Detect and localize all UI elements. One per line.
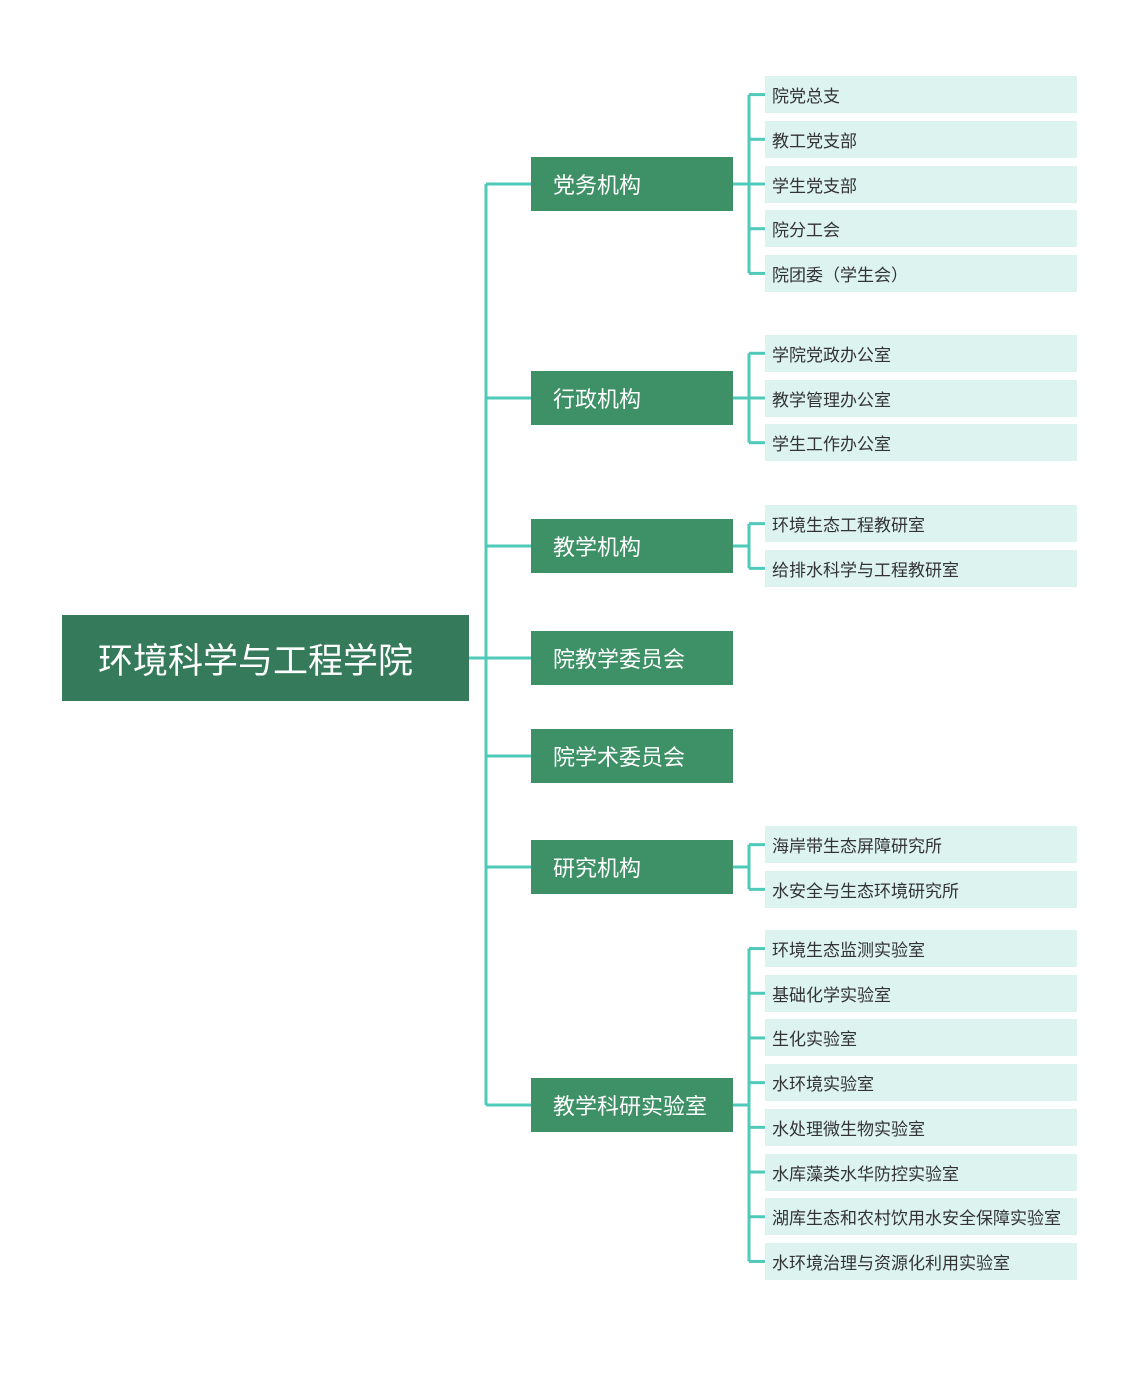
leaf-label: 环境生态监测实验室 [772,941,925,962]
branch-node: 研究机构 [531,840,733,894]
leaf-node: 环境生态监测实验室 [765,930,1077,968]
branch-node: 教学机构 [531,519,733,573]
leaf-label: 教学管理办公室 [772,390,891,411]
leaf-node: 学院党政办公室 [765,334,1077,372]
root-label: 环境科学与工程学院 [98,641,414,682]
leaf-node: 水安全与生态环境研究所 [765,870,1077,908]
branch-label: 党务机构 [553,174,642,199]
leaf-label: 学生工作办公室 [772,435,891,456]
leaf-node: 院分工会 [765,210,1077,248]
leaf-label: 学院党政办公室 [772,345,891,366]
leaf-node: 水库藻类水华防控实验室 [765,1153,1077,1191]
leaf-label: 院党总支 [772,87,840,108]
branch-label: 研究机构 [553,857,642,882]
leaf-label: 海岸带生态屏障研究所 [772,837,942,858]
leaf-label: 院分工会 [772,221,840,242]
leaf-label: 教工党支部 [772,131,857,152]
branch-label: 院教学委员会 [553,648,686,673]
leaf-node: 学生工作办公室 [765,424,1077,462]
branch-label: 院学术委员会 [553,746,686,771]
leaf-node: 水环境实验室 [765,1064,1077,1102]
leaf-node: 环境生态工程教研室 [765,505,1077,543]
leaf-label: 水环境治理与资源化利用实验室 [772,1253,1010,1274]
branch-node: 教学科研实验室 [531,1078,733,1132]
leaf-node: 院团委（学生会） [765,254,1077,292]
leaf-node: 基础化学实验室 [765,974,1077,1012]
leaf-label: 院团委（学生会） [772,265,908,286]
leaf-node: 水环境治理与资源化利用实验室 [765,1242,1077,1280]
leaf-label: 学生党支部 [772,176,857,197]
branch-label: 教学机构 [553,536,642,561]
leaf-label: 湖库生态和农村饮用水安全保障实验室 [772,1209,1061,1230]
branch-node: 党务机构 [531,157,733,211]
branch-node: 院学术委员会 [531,729,733,783]
leaf-label: 水库藻类水华防控实验室 [772,1164,959,1185]
leaf-node: 教工党支部 [765,120,1077,158]
leaf-node: 给排水科学与工程教研室 [765,549,1077,587]
branch-label: 教学科研实验室 [553,1095,708,1120]
leaf-node: 院党总支 [765,76,1077,114]
leaf-label: 生化实验室 [772,1030,857,1051]
leaf-label: 环境生态工程教研室 [772,516,925,537]
leaf-label: 水处理微生物实验室 [772,1119,925,1140]
root-node: 环境科学与工程学院 [62,615,469,701]
branch-node: 行政机构 [531,371,733,425]
leaf-node: 海岸带生态屏障研究所 [765,826,1077,864]
leaf-node: 教学管理办公室 [765,379,1077,417]
leaf-node: 生化实验室 [765,1019,1077,1057]
leaf-label: 水安全与生态环境研究所 [772,881,959,902]
leaf-node: 水处理微生物实验室 [765,1108,1077,1146]
leaf-node: 学生党支部 [765,165,1077,203]
leaf-label: 给排水科学与工程教研室 [772,560,959,581]
leaf-node: 湖库生态和农村饮用水安全保障实验室 [765,1198,1077,1236]
leaf-label: 水环境实验室 [772,1075,874,1096]
leaf-label: 基础化学实验室 [772,985,891,1006]
branch-label: 行政机构 [553,388,642,413]
branch-node: 院教学委员会 [531,631,733,685]
